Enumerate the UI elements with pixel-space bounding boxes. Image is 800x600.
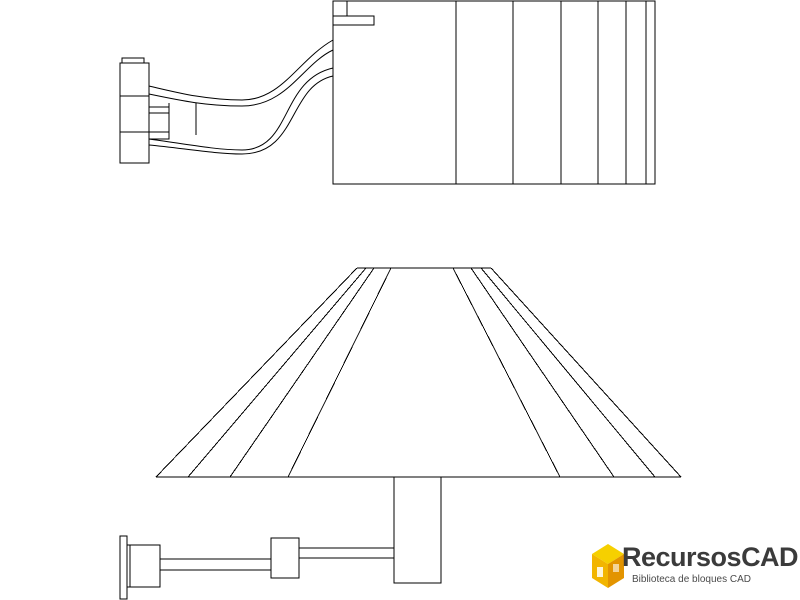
arm-joint <box>270 537 300 579</box>
shade-outline <box>332 0 656 185</box>
mount-cap <box>121 57 145 64</box>
wall-mount-plan <box>119 57 197 164</box>
shade-rib <box>480 267 656 478</box>
shade-elevation <box>155 267 682 478</box>
arm-elevation <box>119 535 394 600</box>
shade-right-edge <box>490 267 682 478</box>
mount-block-bottom <box>119 131 150 164</box>
curved-arms <box>148 39 334 155</box>
front-view <box>119 267 682 600</box>
wall-plate <box>119 535 128 600</box>
shade-rib <box>287 267 392 478</box>
arm-curve <box>148 49 334 107</box>
socket-tab <box>332 15 375 26</box>
logo-tagline: Biblioteca de bloques CAD <box>632 574 751 585</box>
shade-rib <box>470 267 615 478</box>
shade-plan <box>332 0 656 185</box>
top-view <box>119 0 656 185</box>
arm-curve <box>148 39 334 101</box>
shade-left-edge <box>155 267 358 478</box>
cube-logo-icon <box>592 544 624 588</box>
logo-name: RecursosCAD <box>622 542 799 572</box>
recursoscad-logo: RecursosCAD Biblioteca de bloques CAD <box>588 540 799 596</box>
arm-curve <box>148 67 334 151</box>
lamp-stem <box>393 476 442 584</box>
arm-curve <box>148 75 334 155</box>
shade-rib <box>452 267 561 478</box>
logo-name-part2: CAD <box>741 542 799 572</box>
mount-block-mid <box>119 95 150 133</box>
shade-rib <box>229 267 375 478</box>
arm-base-block <box>129 544 161 588</box>
logo-name-part1: Recursos <box>622 542 742 572</box>
shade-rib <box>187 267 367 478</box>
mount-bracket <box>148 106 170 140</box>
mount-block-top <box>119 62 150 97</box>
